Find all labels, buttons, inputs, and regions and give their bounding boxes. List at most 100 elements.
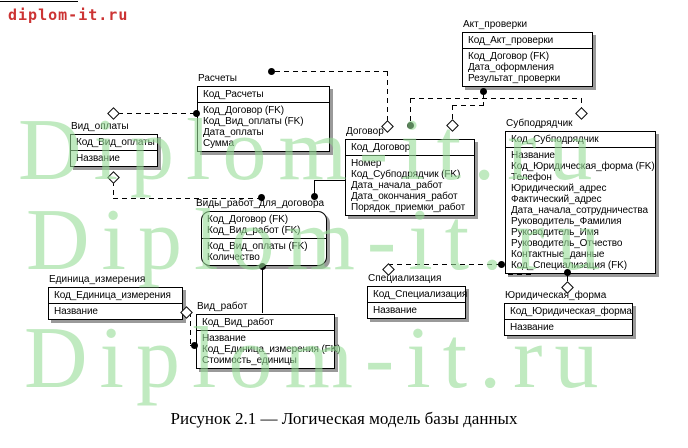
site-logo: diplom-it.ru [8,6,129,24]
attribute: Код_Юридическая_форма [510,306,632,317]
attribute: Код_Субподрядчик (FK) [351,169,461,180]
relationship-line-r6 [314,180,315,195]
relationship-line-r2 [387,71,388,123]
key-attributes: Код_Субподрядчик [506,132,655,148]
entity-box: Код_Договор (FK)Код_Вид_работ (FK)Код_Ви… [201,211,327,266]
child-end-dot-r8 [191,342,198,349]
attribute: Руководитель_Отчество [511,238,623,249]
attribute: Код_Единица_измерения [54,290,171,301]
attribute: Код_Акт_проверки [468,35,554,46]
attribute: Телефон [511,172,552,183]
child-end-dot-r5 [258,194,265,201]
key-attributes: Код_Вид_оплаты [71,135,157,151]
attribute: Название [76,153,120,164]
attribute: Код_Договор (FK) [468,51,549,62]
relationship-line-r4 [452,105,484,106]
attribute: Название [54,306,98,317]
entity-title: Вид_оплаты [71,121,129,132]
entity-title: Единица_измерения [49,274,146,285]
attribute: Руководитель_Фамилия [511,216,622,227]
entity-title: Виды_работ_для_договора [196,198,325,209]
attribute: Руководитель_Имя [511,227,599,238]
relationship-line-r5 [113,181,114,198]
attribute: Код_Вид_оплаты (FK) [207,241,308,252]
attribute: Дата_окончания_работ [351,191,458,202]
key-attributes: Код_Договор (FK)Код_Вид_работ (FK) [202,212,326,239]
optional-parent-diamond-r1 [107,107,120,120]
optional-parent-diamond-r5 [107,171,120,184]
child-end-dot-r3 [407,122,414,129]
optional-parent-diamond-r3 [575,107,588,120]
relationship-line-r10 [567,276,568,285]
key-attributes: Код_Вид_работ [197,315,334,331]
attribute: Код_Вид_работ (FK) [207,225,301,236]
attribute: Код_Вид_оплаты (FK) [203,116,304,127]
key-attributes: Код_Единица_измерения [49,288,182,304]
non-key-attributes: Код_Вид_оплаты (FK)Количество [202,239,326,265]
attribute: Стоимость_единицы [202,355,297,366]
attribute: Сумма [203,138,234,149]
entity-title: Расчеты [198,73,237,84]
relationship-line-r4 [452,105,453,122]
attribute: Название [511,150,555,161]
optional-parent-diamond-r4 [446,119,459,132]
attribute: Дата_начала_работ [351,180,443,191]
relationship-line-r6 [314,180,345,181]
entity-title: Субподрядчик [506,118,573,129]
child-end-dot-r9 [498,261,505,268]
entity-title: Договор [346,126,384,137]
non-key-attributes: Название [505,320,632,335]
key-attributes: Код_Юридическая_форма [505,304,632,320]
relationship-line-r10 [508,274,535,275]
non-key-attributes: Название [49,304,182,319]
attribute: Порядок_приемки_работ [351,202,466,213]
relationship-line-r4 [483,93,484,106]
key-attributes: Код_Договор [346,140,474,156]
attribute: Код_Единица_измерения (FK) [202,344,341,355]
attribute: Дата_оформления [468,62,554,73]
key-attributes: Код_Акт_проверки [463,33,592,49]
attribute: Дата_оплаты [203,127,264,138]
attribute: Контактные_данные [511,249,605,260]
relationship-line-r5 [113,198,261,199]
relationship-line-r2 [275,71,387,72]
entity-title: Акт_проверки [463,19,528,30]
child-end-dot-r1 [193,110,200,117]
non-key-attributes: Код_Договор (FK)Код_Вид_оплаты (FK)Дата_… [198,103,329,151]
relationship-line-r3 [410,98,411,124]
attribute: Дата_начала_сотрудничества [511,205,648,216]
child-end-dot-r7 [259,263,266,270]
relationship-line-r8 [190,312,191,346]
key-attributes: Код_Расчеты [198,87,329,103]
relationship-line-r3 [410,98,582,99]
child-end-dot-r4 [480,88,487,95]
crop-artifact-line [0,1,78,2]
non-key-attributes: Название [71,151,157,166]
relationship-line-r7 [262,268,263,313]
relationship-line-r1 [118,113,196,114]
attribute: Результат_проверки [468,73,561,84]
attribute: Название [373,305,417,316]
relationship-line-r3 [581,98,582,110]
attribute: Юридический_адрес [511,183,607,194]
